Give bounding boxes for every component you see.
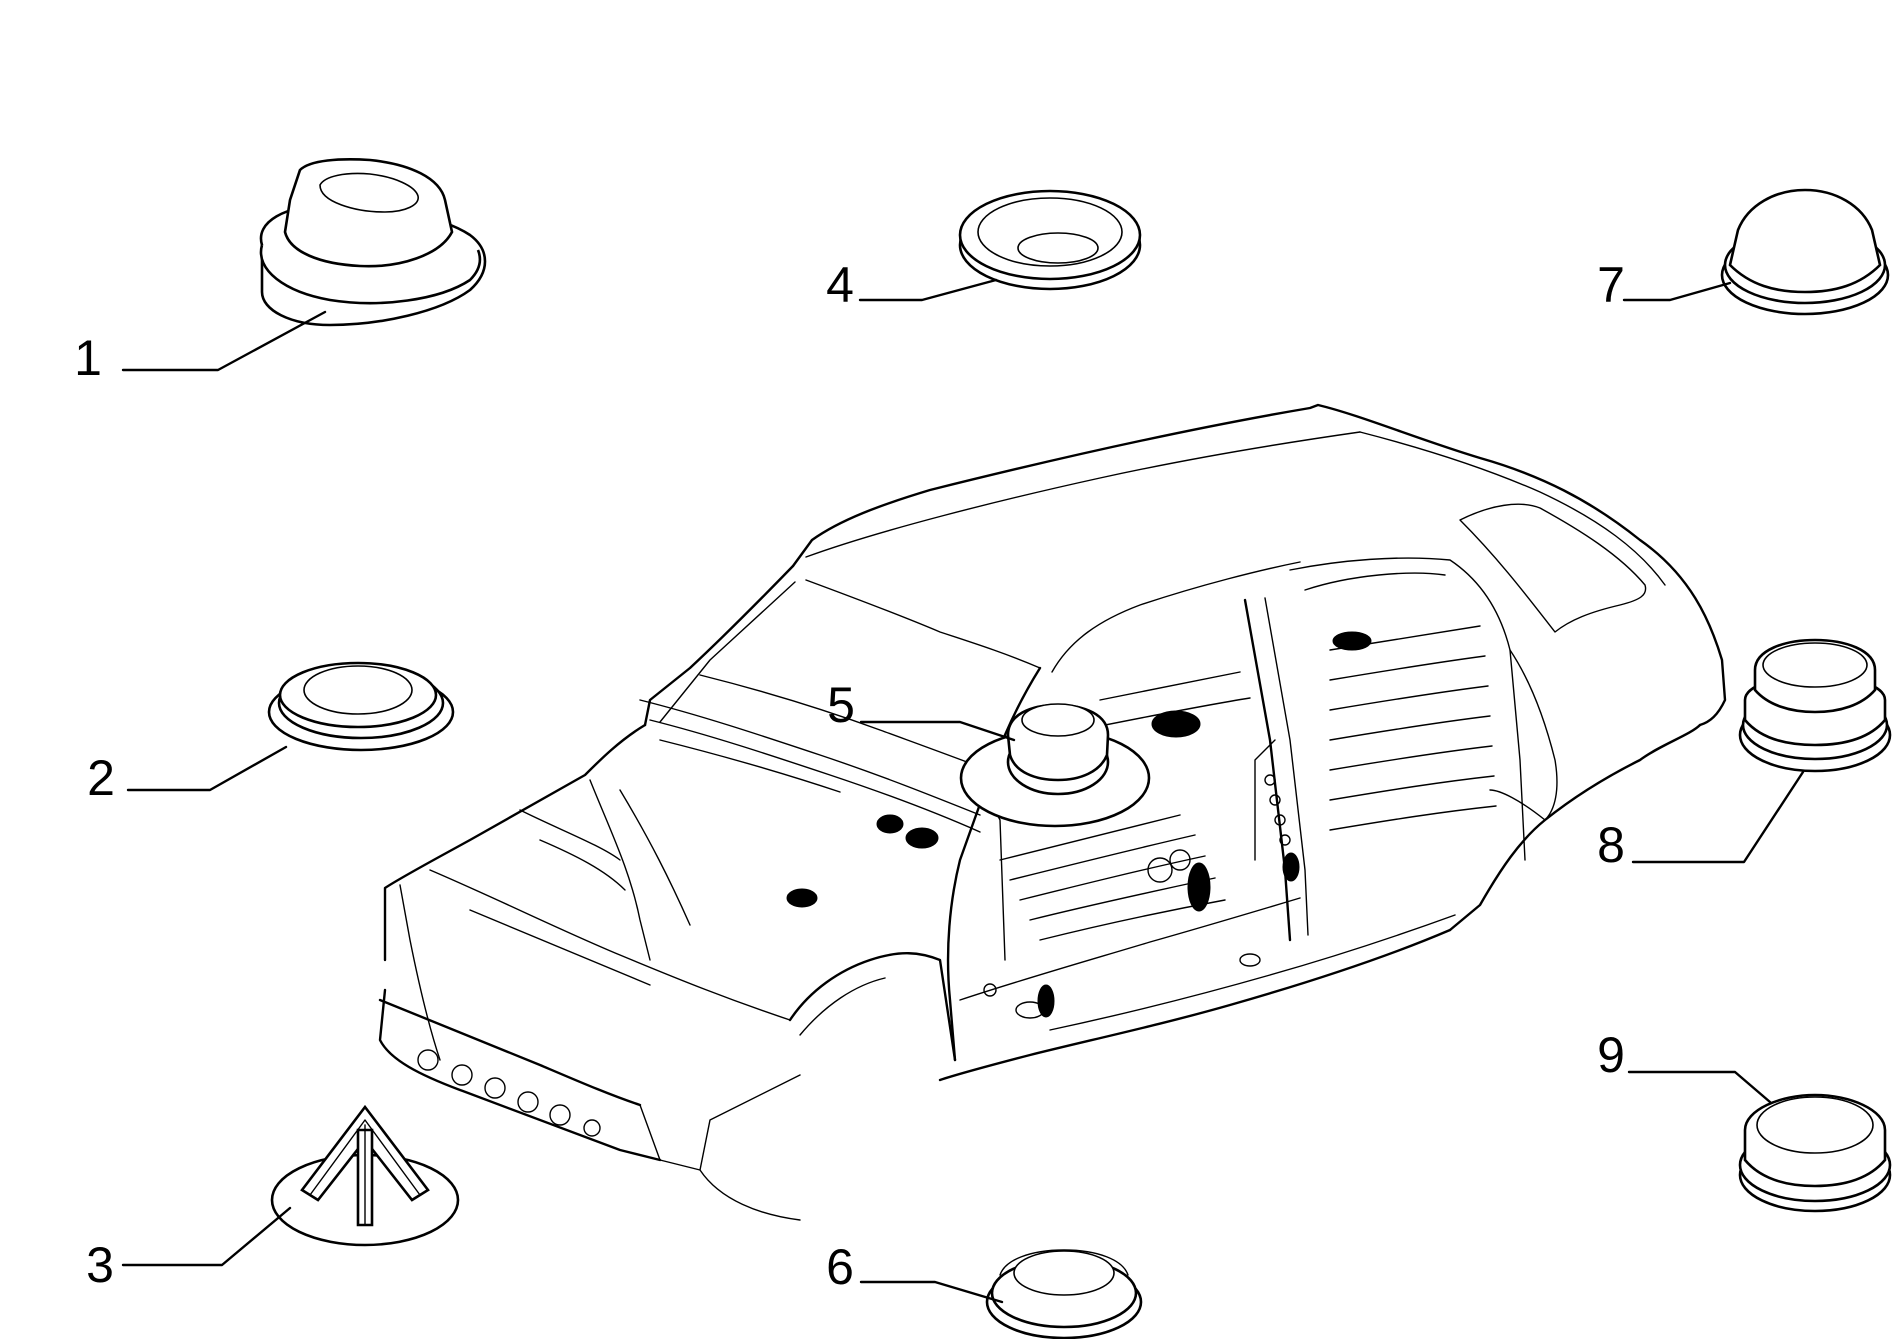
part-6-low-plug [985,1249,1143,1339]
leader-7 [1622,281,1732,302]
leader-1 [121,310,327,372]
callout-9: 9 [1597,1027,1625,1083]
leader-6 [859,1280,1004,1304]
leader-4 [858,278,998,302]
part-1-oval-plug [259,158,487,327]
part-9-thick-plug [1738,1093,1892,1213]
leader-9 [1627,1070,1772,1104]
callout-3: 3 [86,1237,114,1293]
leader-3 [121,1206,292,1267]
leader-8 [1631,770,1805,864]
part-2-round-plug [267,661,455,752]
callout-4: 4 [826,257,854,313]
car-body-shell [378,403,1727,1221]
callout-2: 2 [87,750,115,806]
part-3-arrow-clip [270,1104,460,1247]
part-7-domed-plug [1720,188,1890,316]
callout-6: 6 [826,1239,854,1295]
callout-1: 1 [74,330,102,386]
part-5-flanged-grommet [959,703,1151,828]
callout-7: 7 [1597,257,1625,313]
leader-5 [859,720,1016,742]
callout-8: 8 [1597,817,1625,873]
part-4-grommet [958,189,1142,291]
part-8-stepped-plug [1738,638,1892,773]
leader-lines [121,278,1805,1304]
callout-5: 5 [827,677,855,733]
callout-labels: 1 2 3 4 5 6 7 8 9 [74,257,1625,1295]
leader-2 [126,745,288,792]
